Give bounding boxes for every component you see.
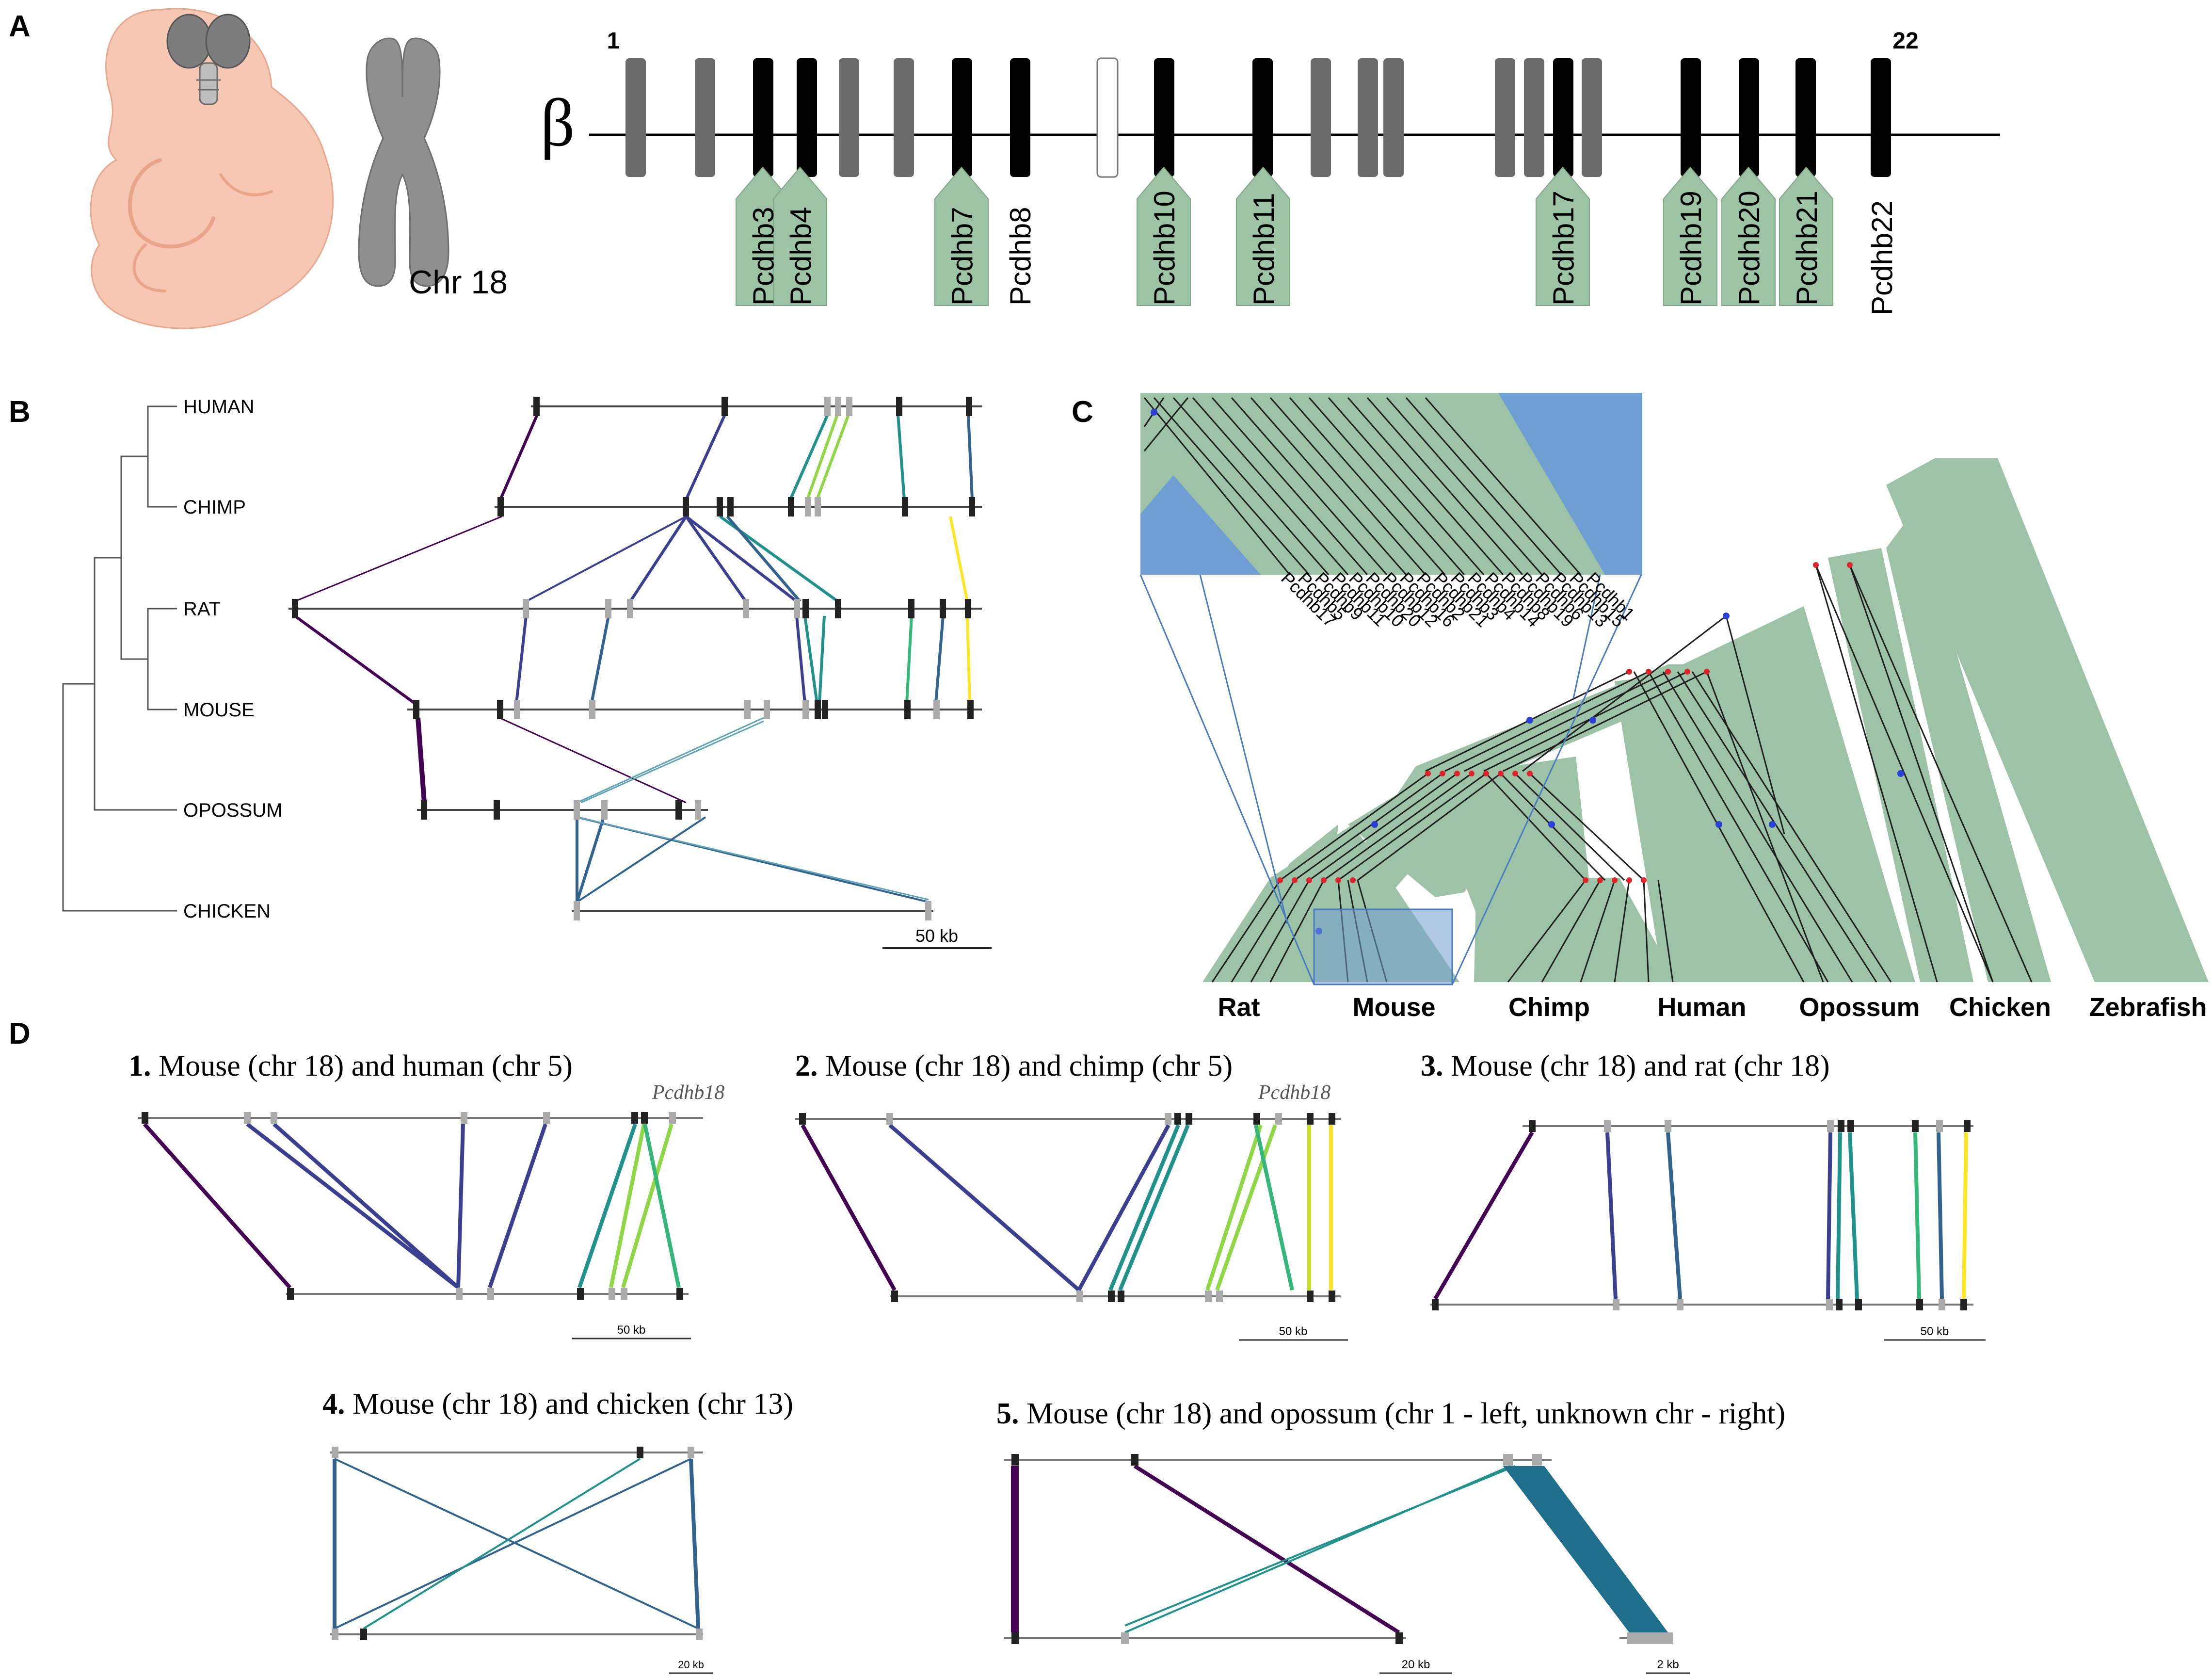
zoom-connectors <box>1139 574 1642 985</box>
first-gene-number: 1 <box>607 28 620 54</box>
brain-left-icon <box>166 14 212 69</box>
scale-label-b: 50 kb <box>915 926 958 946</box>
plot-title: 4. Mouse (chr 18) and chicken (chr 13) <box>322 1388 793 1420</box>
gene-label: Pcdhb21 <box>1791 191 1823 306</box>
synteny-plot-2: 2. Mouse (chr 18) and chimp (chr 5) Pcdh… <box>795 1049 1348 1341</box>
panel-label-d: D <box>9 1017 31 1050</box>
species-label: Chicken <box>1949 993 2051 1022</box>
panel-d: D 1. Mouse (chr 18) and human (chr 5) Pc… <box>9 1017 1986 1674</box>
gene-label: Pcdhb22 <box>1866 200 1898 315</box>
gene-label: Pcdhb10 <box>1148 191 1181 306</box>
panel-a: A Chr 18 β 1 22 <box>9 8 2000 329</box>
mouse-highlight-box <box>1313 908 1453 985</box>
embryo-illustration <box>90 8 334 329</box>
species-label: Rat <box>1218 993 1260 1022</box>
panel-label-a: A <box>9 10 31 43</box>
scale-label: 20 kb <box>1402 1658 1430 1671</box>
inset-gene-labels: Pcdhb17 Pcdhb5 Pcdhb9 Pcdhb11 Pcdhb10 Pc… <box>1277 568 1638 631</box>
duplication-nodes <box>1277 562 1853 883</box>
gene-label: Pcdhb7 <box>946 207 978 306</box>
last-gene-number: 22 <box>1892 28 1918 54</box>
species-label: Chimp <box>1508 993 1590 1022</box>
gene-marks-b <box>292 397 975 920</box>
panel-c: C <box>1072 393 2209 1022</box>
inset-zoom <box>1140 393 1642 575</box>
gene-label: Pcdhb11 <box>1248 193 1280 306</box>
plot-title: 1. Mouse (chr 18) and human (chr 5) <box>128 1049 573 1082</box>
gene-label: Pcdhb4 <box>785 207 817 306</box>
synteny-plot-4: 4. Mouse (chr 18) and chicken (chr 13) 2… <box>322 1388 793 1674</box>
gene-annotation: Pcdhb18 <box>1258 1081 1330 1104</box>
panel-b: B HUMAN CHIMP RAT MOUSE OPOSSUM CHICKEN <box>9 395 992 949</box>
gene-label: Pcdhb3 <box>747 207 780 306</box>
species-label: MOUSE <box>183 699 255 721</box>
panel-label-c: C <box>1072 395 1093 429</box>
species-label: CHICKEN <box>183 901 271 922</box>
synteny-plot-5: 5. Mouse (chr 18) and opossum (chr 1 - l… <box>996 1397 1785 1674</box>
gene-label: Pcdhb8 <box>1004 207 1037 306</box>
scale-label: 50 kb <box>617 1323 646 1337</box>
panel-label-b: B <box>9 395 31 429</box>
tree-species-labels: Rat Mouse Chimp Human Opossum Chicken Ze… <box>1218 993 2207 1022</box>
species-label: RAT <box>183 598 221 620</box>
scale-label: 20 kb <box>678 1659 704 1671</box>
expression-tags <box>736 166 1833 306</box>
species-label: Mouse <box>1352 993 1435 1022</box>
chromosome-icon <box>358 37 449 287</box>
scale-label: 2 kb <box>1657 1658 1679 1671</box>
species-label: Human <box>1657 993 1746 1022</box>
gene-label: Pcdhb17 <box>1547 191 1580 306</box>
gene-label: Pcdhb20 <box>1733 191 1765 306</box>
plot-title: 2. Mouse (chr 18) and chimp (chr 5) <box>795 1049 1233 1082</box>
scale-label: 50 kb <box>1279 1325 1308 1338</box>
gene-annotation: Pcdhb18 <box>652 1081 724 1104</box>
species-label: Opossum <box>1799 993 1920 1022</box>
gene-label: Pcdhb19 <box>1675 191 1707 306</box>
species-label: HUMAN <box>183 396 255 418</box>
gene-labels: Pcdhb3 Pcdhb4 Pcdhb7 Pcdhb8 Pcdhb10 Pcdh… <box>747 191 1898 315</box>
species-label: OPOSSUM <box>183 800 282 821</box>
synteny-plot-3: 3. Mouse (chr 18) and rat (chr 18) <box>1421 1049 1986 1341</box>
gene-boxes <box>625 57 1891 178</box>
scale-label: 50 kb <box>1921 1325 1949 1338</box>
plot-title: 5. Mouse (chr 18) and opossum (chr 1 - l… <box>996 1397 1785 1430</box>
cluster-symbol: β <box>540 85 575 161</box>
chromosome-label: Chr 18 <box>409 264 508 301</box>
synteny-axes-b <box>289 405 982 912</box>
synteny-links-b <box>294 414 974 903</box>
species-label: Zebrafish <box>2089 993 2207 1022</box>
species-label: CHIMP <box>183 497 246 518</box>
synteny-plot-1: 1. Mouse (chr 18) and human (chr 5) Pcdh… <box>128 1049 724 1339</box>
plot-title: 3. Mouse (chr 18) and rat (chr 18) <box>1421 1049 1830 1082</box>
species-tree <box>62 405 177 912</box>
species-labels: HUMAN CHIMP RAT MOUSE OPOSSUM CHICKEN <box>183 396 282 922</box>
